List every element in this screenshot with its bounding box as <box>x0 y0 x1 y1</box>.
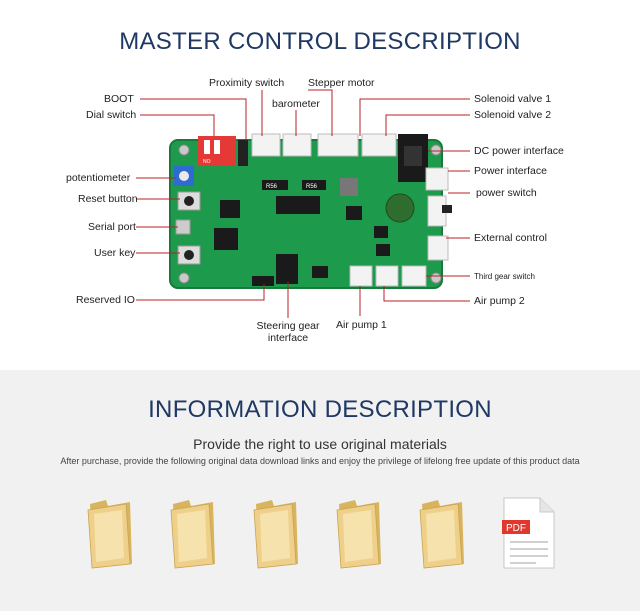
label-stepper-motor: Stepper motor <box>308 77 375 89</box>
leader-lines <box>136 89 470 318</box>
label-dc-power-interface: DC power interface <box>474 145 564 157</box>
folder-icon[interactable] <box>169 498 219 570</box>
label-dial-switch: Dial switch <box>86 109 137 121</box>
label-air-pump-1: Air pump 1 <box>336 319 387 331</box>
label-proximity-switch: Proximity switch <box>209 77 285 89</box>
pdf-badge <box>502 520 530 534</box>
label-reserved-io: Reserved IO <box>76 294 135 306</box>
folder-icon[interactable] <box>418 498 468 570</box>
folder-icon[interactable] <box>252 498 302 570</box>
master-control-title: MASTER CONTROL DESCRIPTION <box>119 28 521 55</box>
information-description: After purchase, provide the following or… <box>60 456 580 466</box>
svg-text:R56: R56 <box>266 184 278 190</box>
label-user-key: User key <box>94 247 136 259</box>
information-section <box>0 370 640 611</box>
label-serial-port: Serial port <box>88 221 136 233</box>
label-reset-button: Reset button <box>78 193 138 205</box>
label-steering-gear-interface: Steering gear interface <box>256 320 320 344</box>
label-boot: BOOT <box>104 93 134 105</box>
label-third-gear-switch: Third gear switch <box>474 272 535 281</box>
information-title: INFORMATION DESCRIPTION <box>148 396 492 423</box>
label-power-switch: power switch <box>476 187 537 199</box>
label-barometer: barometer <box>272 98 320 110</box>
label-power-interface: Power interface <box>474 165 547 177</box>
svg-text:NO: NO <box>203 159 211 165</box>
svg-text:R56: R56 <box>306 184 318 190</box>
control-board-image: NO R56 R56 <box>169 133 452 289</box>
information-subtitle: Provide the right to use original materi… <box>193 436 447 452</box>
label-solenoid-valve-2: Solenoid valve 2 <box>474 109 552 121</box>
folder-icon[interactable] <box>86 498 136 570</box>
label-air-pump-2: Air pump 2 <box>474 295 525 307</box>
label-potentiometer: potentiometer <box>66 172 131 184</box>
svg-text:PDF: PDF <box>506 523 526 534</box>
label-solenoid-valve-1: Solenoid valve 1 <box>474 93 552 105</box>
label-external-control: External control <box>474 232 547 244</box>
folder-icon[interactable] <box>335 498 385 570</box>
pdf-file-icon[interactable]: PDF <box>500 496 556 570</box>
